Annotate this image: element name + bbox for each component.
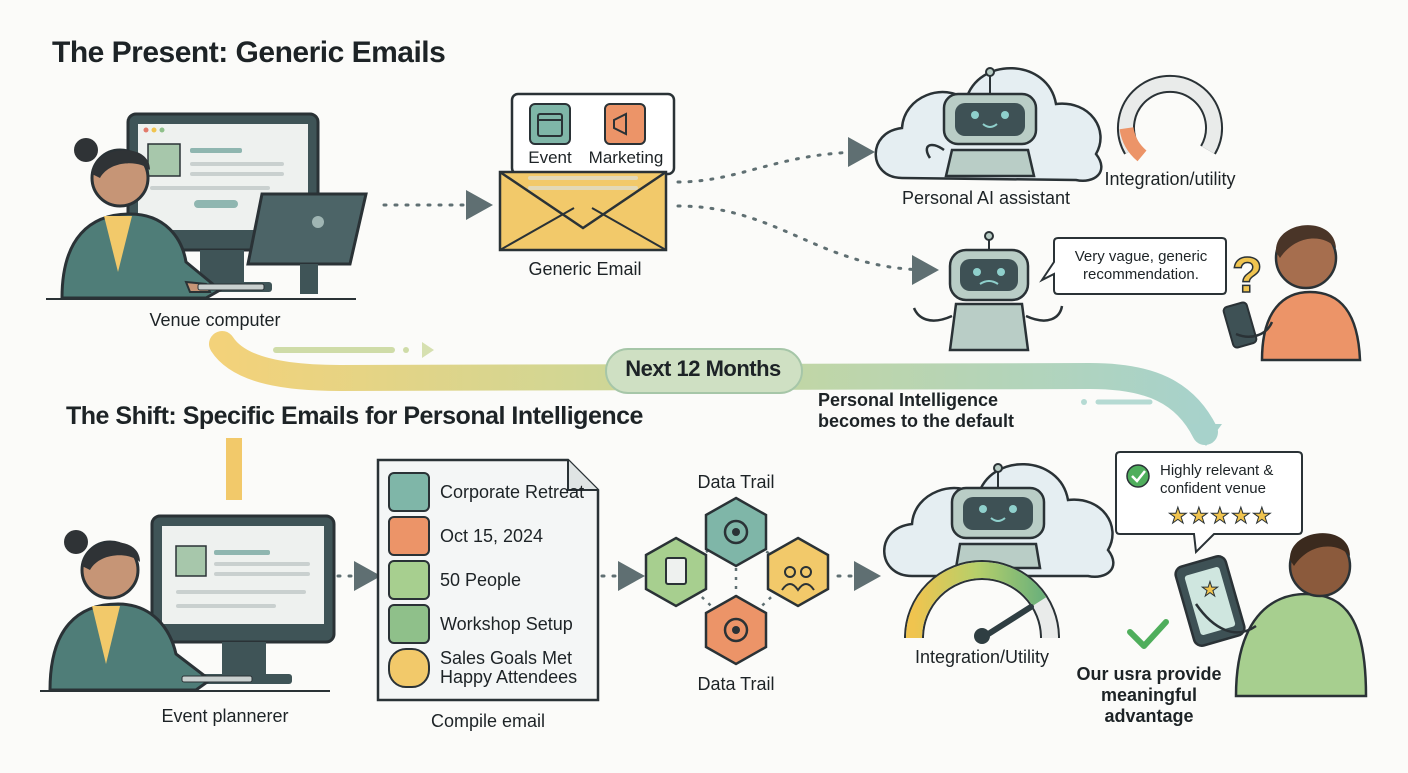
star-icon: ★ xyxy=(1201,577,1219,601)
star-icon: ★ xyxy=(1210,504,1230,529)
integration-gauge-present xyxy=(1117,74,1223,162)
data-trail-label-top: Data Trail xyxy=(697,472,775,492)
team-hex xyxy=(766,536,830,608)
venue-computer-illustration xyxy=(46,112,368,300)
calendar-icon xyxy=(388,516,430,556)
compile-email-document xyxy=(376,458,600,702)
integration-gauge-shift xyxy=(904,560,1060,644)
next-months-badge xyxy=(605,348,803,394)
venue-computer-label: Venue computer xyxy=(149,310,281,330)
transition-caption-line1: Personal Intelligence xyxy=(818,390,999,410)
gear-icon xyxy=(723,519,749,545)
generic-email-label: Generic Email xyxy=(528,259,642,279)
arrow-email-to-assistant xyxy=(676,137,875,184)
vague-speech-bubble xyxy=(1039,237,1227,295)
smiley-icon xyxy=(388,648,430,688)
advantage-line1: Our usra provide xyxy=(1076,664,1222,684)
gauge-needle xyxy=(979,603,1034,641)
integration-gauge-shift-fill xyxy=(906,562,1047,639)
compile-item-2: 50 People xyxy=(388,558,588,602)
present-title: The Present: Generic Emails xyxy=(52,36,446,69)
integration-gauge-present-fill xyxy=(1119,126,1147,162)
confused-person-illustration: ? xyxy=(1222,225,1362,362)
integration-label-present: Integration/utility xyxy=(1104,169,1236,189)
shift-title: The Shift: Specific Emails for Personal … xyxy=(66,402,643,430)
briefcase-icon xyxy=(388,472,430,512)
confused-robot-illustration xyxy=(912,231,1064,352)
assistant-label: Personal AI assistant xyxy=(901,188,1071,208)
star-icon: ★ xyxy=(1189,504,1209,529)
email-tag-event: Event xyxy=(528,148,572,167)
gear-icon xyxy=(723,617,749,643)
compile-item-4: Sales Goals Met Happy Attendees xyxy=(388,646,588,690)
compile-item-0: Corporate Retreat xyxy=(388,470,588,514)
data-trail-network xyxy=(644,496,830,666)
question-mark-icon: ? xyxy=(1232,247,1263,303)
relevant-speech-text: Highly relevant & confident venue xyxy=(1160,462,1273,498)
planner-label: Event plannerer xyxy=(161,706,289,726)
compile-label: Compile email xyxy=(430,711,546,731)
data-trail-label-bottom: Data Trail xyxy=(697,674,775,694)
relevant-speech-line1: Highly relevant & xyxy=(1160,462,1274,479)
planner-computer-illustration xyxy=(40,514,336,692)
star-icon: ★ xyxy=(1168,504,1188,529)
email-tag-marketing: Marketing xyxy=(588,148,664,167)
transition-band xyxy=(209,331,1222,500)
next-months-label: Next 12 Months xyxy=(625,356,781,381)
compile-item-3: Workshop Setup xyxy=(388,602,588,646)
transition-caption-line2: becomes to the default xyxy=(818,411,1015,431)
advantage-caption: Our usra provide meaningful advantage xyxy=(1074,664,1224,727)
cloud-assistant-illustration xyxy=(874,67,1103,183)
relevant-speech-line2: confident venue xyxy=(1160,480,1266,497)
transition-caption: Personal Intelligence becomes to the def… xyxy=(818,390,1014,432)
calendar-icon xyxy=(529,103,571,145)
generic-email-illustration xyxy=(498,92,676,252)
team-icon xyxy=(784,566,796,578)
checkmark-icon xyxy=(1127,619,1169,649)
advantage-line3: advantage xyxy=(1104,706,1194,726)
happy-person-illustration: ★ xyxy=(1127,533,1368,698)
cloud-assistant-shift-illustration xyxy=(883,463,1115,579)
integration-label-shift: Integration/Utility xyxy=(914,647,1050,667)
people-icon xyxy=(388,560,430,600)
rating-stars: ★★★★★ xyxy=(1168,504,1273,530)
document-icon xyxy=(665,557,687,585)
star-icon: ★ xyxy=(1252,504,1272,529)
presentation-icon xyxy=(388,604,430,644)
check-circle-icon xyxy=(1126,464,1150,488)
compile-item-list: Corporate Retreat Oct 15, 2024 50 People… xyxy=(388,470,588,690)
arrow-email-to-robot xyxy=(676,204,939,285)
relevant-speech-bubble xyxy=(1115,451,1303,555)
star-icon: ★ xyxy=(1231,504,1251,529)
compile-item-1: Oct 15, 2024 xyxy=(388,514,588,558)
advantage-line2: meaningful xyxy=(1100,685,1197,705)
vague-speech-text: Very vague, generic recommendation. xyxy=(1074,248,1208,283)
